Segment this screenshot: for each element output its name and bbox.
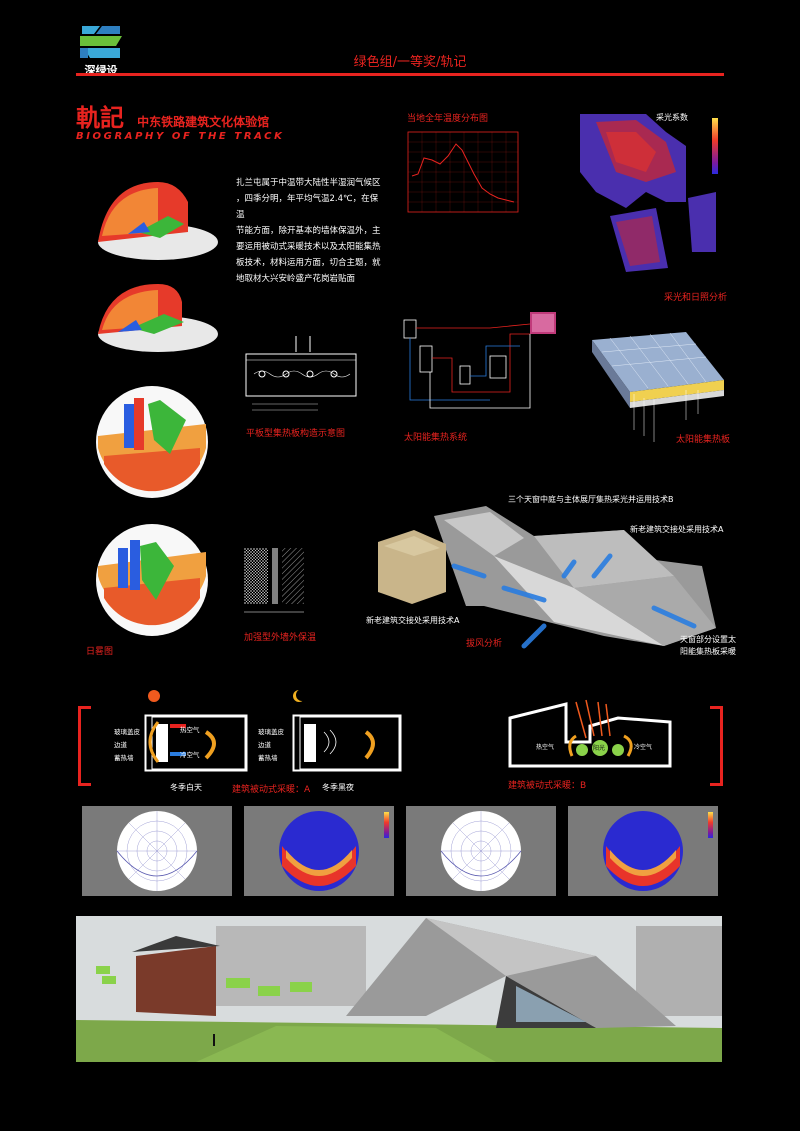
caption-passive-b: 建筑被动式采暖：B bbox=[508, 781, 587, 791]
solar-system-diagram bbox=[390, 306, 560, 418]
dome-diagram-2 bbox=[88, 282, 220, 362]
annotation-skylight-heat: 天窗部分设置太 阳能集热板采暖 bbox=[680, 635, 736, 656]
caption-winter-day: 冬季白天 bbox=[170, 783, 202, 792]
annotation-junction-a-left: 新老建筑交接处采用技术A bbox=[366, 616, 460, 625]
header-title: 绿色组/一等奖/轨记 bbox=[353, 55, 467, 70]
label-cold-air: 冷空气 bbox=[180, 751, 200, 759]
label-gap: 边道 bbox=[114, 741, 127, 749]
dome-diagram-3 bbox=[90, 384, 214, 500]
label-glass-night: 玻璃盖皮 bbox=[258, 728, 284, 736]
label-cold-air-b: 冷空气 bbox=[634, 744, 653, 751]
label-wall: 蓄热墙 bbox=[114, 754, 134, 762]
wall-insulation-diagram bbox=[236, 546, 336, 624]
project-title: 軌記 中东铁路建筑文化体验馆 BIOGRAPHY OF THE TRACK bbox=[76, 98, 376, 142]
passive-a-night bbox=[254, 712, 404, 778]
daylight-title: 采光系数 bbox=[656, 113, 688, 122]
temp-chart bbox=[402, 128, 522, 220]
passive-b-diagram bbox=[506, 696, 674, 776]
title-en: BIOGRAPHY OF THE TRACK bbox=[76, 131, 285, 142]
caption-temp-chart: 当地全年温度分布图 bbox=[407, 114, 489, 124]
ventilation-diagram bbox=[374, 496, 744, 652]
label-sun-b: 阳光 bbox=[593, 745, 606, 752]
moon-icon bbox=[296, 689, 308, 701]
dome-diagram-1 bbox=[88, 172, 220, 270]
caption-solar-system: 太阳能集热系统 bbox=[404, 433, 468, 443]
daylight-analysis: 采光系数 bbox=[576, 112, 726, 280]
bracket-right bbox=[710, 706, 723, 786]
label-wall-night: 蓄热墙 bbox=[258, 754, 278, 762]
caption-sun-path: 日晷图 bbox=[86, 647, 114, 657]
label-gap-night: 边道 bbox=[258, 741, 271, 749]
annotation-junction-a-right: 新老建筑交接处采用技术A bbox=[630, 525, 724, 534]
sky-dome-2 bbox=[244, 806, 394, 896]
caption-daylight: 采光和日照分析 bbox=[664, 293, 728, 303]
label-hot-air: 热空气 bbox=[180, 726, 200, 734]
label-glass: 玻璃盖皮 bbox=[114, 728, 140, 736]
label-hot-air-b: 热空气 bbox=[536, 744, 555, 751]
sun-icon bbox=[148, 690, 160, 702]
sky-dome-1 bbox=[82, 806, 232, 896]
caption-flat-collector: 平板型集热板构造示意图 bbox=[246, 429, 346, 439]
caption-winter-night: 冬季黑夜 bbox=[322, 783, 354, 792]
dome-diagram-4 bbox=[90, 522, 214, 638]
building-rendering bbox=[76, 916, 722, 1062]
title-cn: 軌記 bbox=[76, 103, 124, 132]
passive-a-day bbox=[112, 712, 252, 778]
flat-collector-diagram bbox=[238, 334, 368, 420]
description-text: 扎兰屯属于中温带大陆性半湿润气候区 ，四季分明，年平均气温2.4℃，在保温 节能… bbox=[236, 178, 381, 284]
annotation-skylight: 三个天窗中庭与主体展厅集热采光并运用技术B bbox=[508, 495, 674, 504]
caption-solar-panel: 太阳能集热板 bbox=[676, 435, 731, 445]
sky-dome-4 bbox=[568, 806, 718, 896]
caption-ventilation: 拔风分析 bbox=[466, 639, 503, 649]
sky-dome-3 bbox=[406, 806, 556, 896]
subtitle-cn: 中东铁路建筑文化体验馆 bbox=[137, 115, 270, 129]
bracket-left bbox=[78, 706, 91, 786]
logo: 深绿设 bbox=[76, 22, 126, 77]
solar-panel-diagram bbox=[590, 330, 726, 452]
header-rule bbox=[76, 73, 724, 76]
caption-wall-insulation: 加强型外墙外保温 bbox=[244, 633, 317, 643]
caption-passive-a: 建筑被动式采暖：A bbox=[232, 785, 311, 795]
logo-mark-icon bbox=[80, 26, 122, 58]
